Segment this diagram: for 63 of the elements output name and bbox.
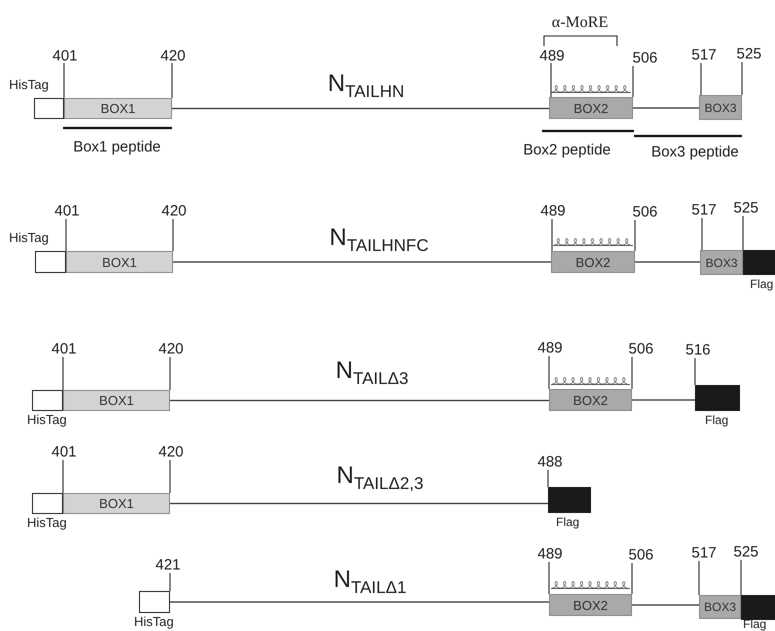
construct-name: N$_{TAILΔ2,3}$ [336, 464, 424, 492]
construct-name: N$_{TAILHNFC}$ [329, 226, 429, 254]
peptide-label: Box2 peptide [523, 142, 611, 158]
tag-label: Flag [743, 618, 766, 631]
domain-label: BOX2 [576, 256, 610, 268]
residue-number: 489 [537, 340, 563, 356]
linker-line [633, 107, 699, 109]
domain-label: BOX2 [573, 394, 608, 406]
residue-number: 489 [539, 48, 565, 64]
domain-label: BOX1 [99, 497, 134, 510]
residue-number: 421 [155, 558, 181, 572]
tag-label: Flag [705, 414, 728, 427]
residue-number: 525 [733, 544, 759, 560]
linker-line [173, 261, 551, 263]
residue-number: 525 [736, 46, 762, 62]
tag-label: HisTag [27, 516, 67, 529]
residue-number: 488 [537, 454, 563, 470]
residue-number: 401 [54, 204, 80, 218]
linker-line [170, 400, 549, 402]
domain-label: BOX1 [100, 102, 136, 115]
tag-label: Flag [750, 278, 774, 291]
residue-number: 401 [52, 48, 78, 64]
linker-line [170, 502, 548, 504]
tag-label: Flag [556, 516, 580, 529]
residue-number: 506 [632, 50, 658, 66]
residue-number: 420 [158, 444, 184, 460]
residue-number: 420 [160, 48, 186, 64]
domain-label: BOX2 [573, 598, 608, 612]
domain-label: BOX3 [704, 601, 736, 613]
residue-number: 506 [632, 204, 658, 220]
linker-line [632, 399, 695, 401]
residue-number: 489 [540, 204, 566, 218]
domain-label: BOX3 [705, 256, 738, 268]
residue-number: 489 [537, 546, 563, 562]
peptide-label: Box1 peptide [73, 140, 161, 154]
residue-number: 420 [161, 204, 187, 218]
residue-number: 506 [628, 548, 654, 562]
residue-number: 401 [51, 342, 77, 356]
tag-label: HisTag [9, 231, 49, 244]
tag-label: HisTag [134, 615, 174, 628]
residue-number: 506 [628, 342, 654, 356]
tag-label: HisTag [27, 413, 67, 426]
linker-line [170, 601, 549, 603]
construct-name: N$_{TAILΔ1}$ [334, 568, 406, 596]
construct-name: N$_{TAILΔ3}$ [336, 359, 408, 387]
residue-number: 516 [685, 342, 711, 358]
linker-line [632, 604, 699, 606]
linker-line [172, 108, 549, 110]
motif-label: α-MoRE [552, 15, 608, 31]
peptide-label: Box3 peptide [651, 144, 739, 160]
residue-number: 517 [691, 48, 717, 62]
construct-name: N$_{TAILHN}$ [328, 72, 404, 100]
domain-label: BOX3 [704, 102, 736, 114]
domain-label: BOX1 [102, 256, 137, 268]
residue-number: 401 [51, 444, 77, 460]
residue-number: 525 [733, 200, 759, 216]
tag-label: HisTag [9, 78, 49, 91]
linker-line [635, 261, 700, 263]
residue-number: 420 [158, 342, 184, 356]
domain-label: BOX1 [99, 394, 134, 407]
domain-label: BOX2 [574, 102, 608, 114]
residue-number: 517 [691, 546, 717, 560]
residue-number: 517 [691, 202, 717, 218]
